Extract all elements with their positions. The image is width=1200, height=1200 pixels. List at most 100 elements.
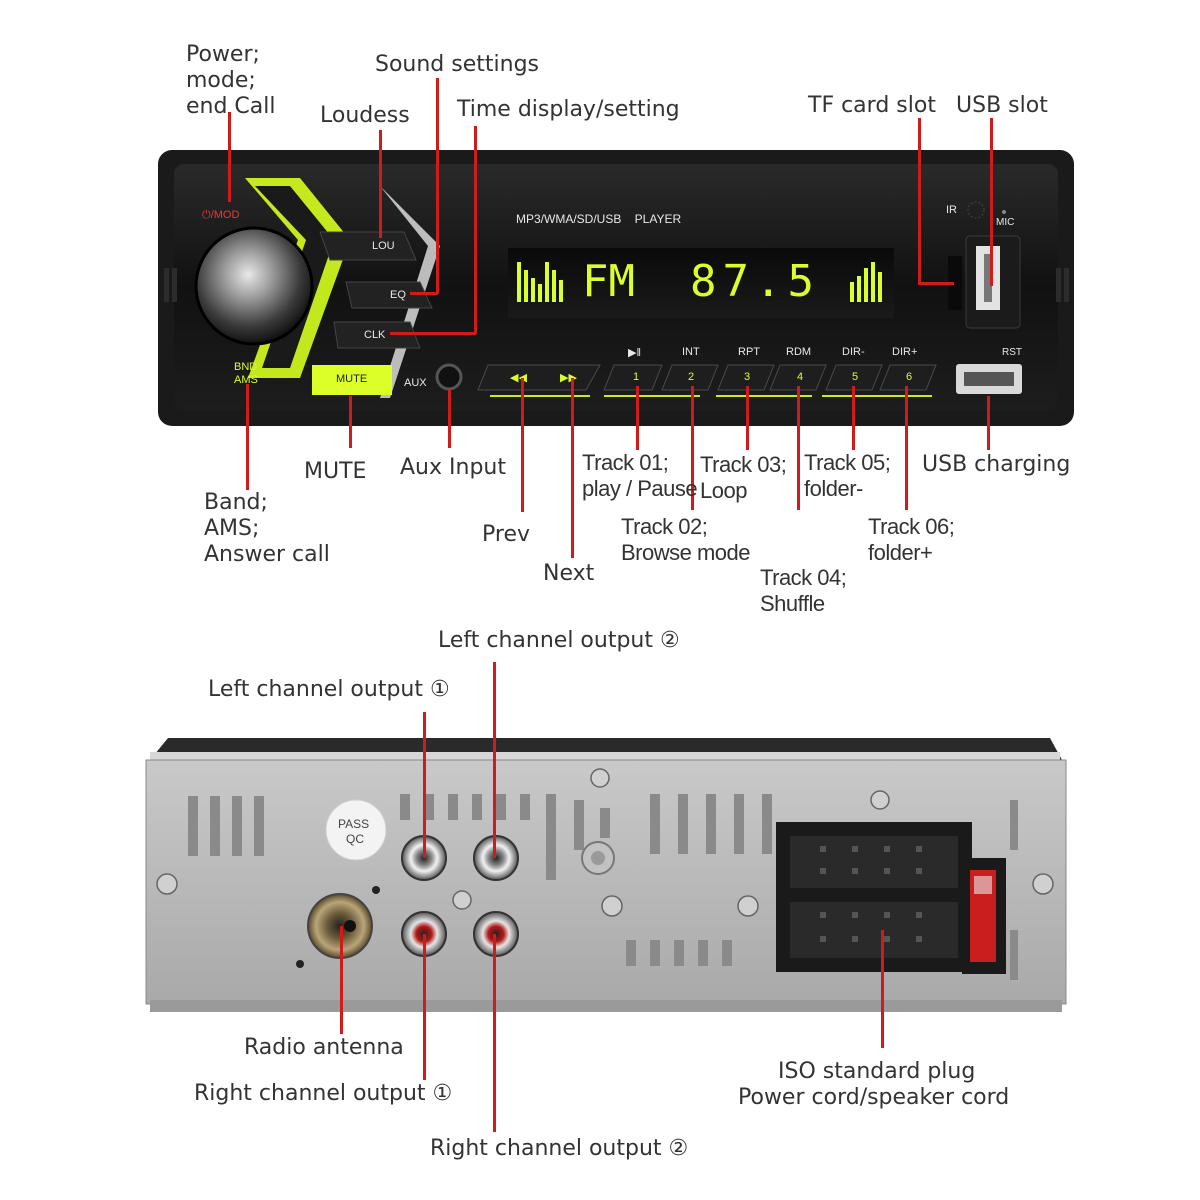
callout-track06-2: folder+ xyxy=(868,540,933,565)
sticker-line-2: QC xyxy=(346,832,364,846)
clk-label: CLK xyxy=(364,329,386,341)
key-label-6: DIR+ xyxy=(892,346,918,358)
callout-track04-2: Shuffle xyxy=(760,591,825,616)
key-3[interactable] xyxy=(717,364,775,391)
tf-card-slot[interactable] xyxy=(948,256,962,310)
power-mod-label: ⏻/MOD xyxy=(202,209,240,221)
leader-prev xyxy=(521,378,524,512)
aux-label: AUX xyxy=(404,377,427,389)
callout-aux-input: Aux Input xyxy=(400,455,506,480)
leader-aux xyxy=(448,390,451,448)
leader-track05 xyxy=(852,386,855,450)
rst-label: RST xyxy=(1002,347,1022,358)
leader-track04 xyxy=(797,386,800,510)
callout-iso-2: Power cord/speaker cord xyxy=(738,1085,1010,1110)
callout-track02-2: Browse mode xyxy=(621,540,751,565)
callout-next: Next xyxy=(543,561,595,586)
leader-mute xyxy=(349,396,352,448)
ir-label: IR xyxy=(946,204,957,216)
key-2[interactable] xyxy=(661,364,719,391)
mute-button[interactable] xyxy=(312,365,392,395)
leader-tf xyxy=(918,118,921,284)
leader-usb-charging xyxy=(987,396,990,450)
callout-power-3: end Call xyxy=(186,94,276,119)
leader-right-out-1 xyxy=(423,934,426,1080)
vent-slots xyxy=(188,794,1018,980)
callout-time-display: Time display/setting xyxy=(457,97,680,122)
leader-band xyxy=(246,384,249,490)
callout-prev: Prev xyxy=(482,522,530,547)
leader-track03 xyxy=(746,386,749,450)
leader-antenna xyxy=(340,926,343,1034)
display-band: FM xyxy=(582,256,635,307)
leader-usb xyxy=(990,118,993,286)
key-4[interactable] xyxy=(769,364,827,391)
key-label-5: DIR- xyxy=(842,346,865,358)
display-frequency: 87.5 xyxy=(690,256,820,307)
lou-button[interactable] xyxy=(319,231,417,261)
key-label-4: RDM xyxy=(786,346,812,358)
sticker-line-1: PASS xyxy=(338,817,370,831)
key-number-2: 2 xyxy=(688,371,695,383)
eq-label: EQ xyxy=(390,289,406,301)
callout-iso-1: ISO standard plug xyxy=(778,1059,976,1084)
clk-button[interactable] xyxy=(333,321,421,349)
callout-band-2: AMS; xyxy=(204,516,260,541)
leader-time xyxy=(474,126,477,334)
callout-left-out-1: Left channel output ① xyxy=(208,677,450,702)
prev-next-key[interactable] xyxy=(477,364,601,391)
lou-label: LOU xyxy=(372,240,395,252)
callout-track01-1: Track 01; xyxy=(582,450,669,475)
callout-track05-1: Track 05; xyxy=(804,450,891,475)
key-label-1: ▶ǁ xyxy=(628,347,642,359)
callout-usb-charging: USB charging xyxy=(922,452,1071,477)
volume-knob[interactable] xyxy=(194,226,314,346)
key-row xyxy=(477,364,937,391)
callout-power-1: Power; xyxy=(186,42,260,67)
callout-track02-1: Track 02; xyxy=(621,514,708,539)
leader-track06 xyxy=(905,386,908,510)
leader-left-out-2 xyxy=(493,662,496,858)
key-number-3: 3 xyxy=(744,371,751,383)
leader-loudess xyxy=(379,130,382,238)
lcd-display xyxy=(508,248,894,318)
key-number-6: 6 xyxy=(906,371,913,383)
player-title: MP3/WMA/SD/USB PLAYER xyxy=(516,212,682,226)
callout-band-1: Band; xyxy=(204,490,268,515)
key-5[interactable] xyxy=(825,364,883,391)
callout-track03-1: Track 03; xyxy=(700,452,787,477)
key-6[interactable] xyxy=(879,364,937,391)
spectrum-left xyxy=(517,262,563,302)
leader-right-out-2 xyxy=(493,934,496,1132)
bnd-label: BND xyxy=(234,361,258,373)
leader-left-out-1 xyxy=(423,712,426,858)
eq-button[interactable] xyxy=(345,281,433,309)
spectrum-right xyxy=(850,262,882,302)
callout-sound-settings: Sound settings xyxy=(375,52,540,77)
callout-power-2: mode; xyxy=(186,68,256,93)
mic-label: MIC xyxy=(996,217,1015,228)
callout-tf-card: TF card slot xyxy=(808,93,936,118)
callout-left-out-2: Left channel output ② xyxy=(438,628,680,653)
rca-left-2[interactable] xyxy=(473,835,519,881)
key-number-1: 1 xyxy=(633,371,640,383)
callout-band-3: Answer call xyxy=(204,542,330,567)
callout-track05-2: folder- xyxy=(804,476,863,501)
callout-track04-1: Track 04; xyxy=(760,565,847,590)
key-1[interactable] xyxy=(603,364,663,391)
mute-key-label: MUTE xyxy=(336,373,368,385)
ams-label: AMS xyxy=(234,374,258,386)
leader-sound xyxy=(436,78,439,294)
callout-track01-2: play / Pause xyxy=(582,476,698,501)
aux-jack[interactable] xyxy=(435,363,463,391)
rca-right-2[interactable] xyxy=(473,911,519,957)
callout-loudess: Loudess xyxy=(320,103,410,128)
qc-sticker xyxy=(325,799,387,861)
key-number-5: 5 xyxy=(852,371,859,383)
key-number-4: 4 xyxy=(797,371,804,383)
callout-right-out-1: Right channel output ① xyxy=(194,1081,453,1106)
callout-right-out-2: Right channel output ② xyxy=(430,1136,689,1161)
callout-track03-2: Loop xyxy=(700,478,747,503)
